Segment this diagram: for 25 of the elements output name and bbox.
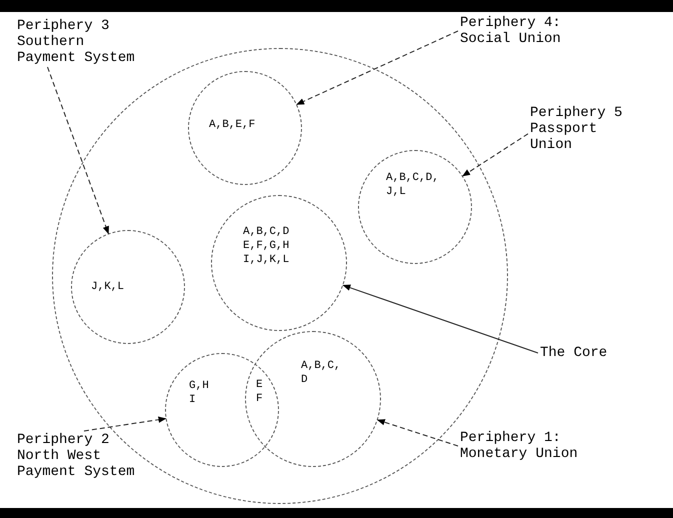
set-members: G,H I	[189, 379, 210, 407]
callout-text: Periphery 3 Southern Payment System	[17, 18, 139, 66]
callout-text: Periphery 2 North West Payment System	[17, 432, 139, 480]
set-members: A,B,C,D E,F,G,H I,J,K,L	[243, 225, 290, 267]
set-circle	[188, 71, 302, 185]
set-members: A,B,C,D, J,L	[386, 171, 440, 199]
set-members: J,K,L	[91, 280, 126, 294]
leader-arrow	[342, 284, 538, 354]
leader-arrow	[376, 419, 458, 446]
set-members: E F	[256, 378, 264, 406]
set-circle	[71, 230, 185, 344]
callout-text: Periphery 4: Social Union	[460, 15, 570, 47]
leader-arrow	[462, 133, 528, 176]
set-members: A,B,E,F	[209, 118, 256, 132]
callout-text: The Core	[540, 345, 616, 361]
leader-arrow	[296, 30, 458, 105]
set-circle	[358, 150, 472, 264]
leader-arrow	[84, 416, 166, 432]
leader-arrow	[47, 66, 109, 234]
set-members: A,B,C, D	[301, 359, 342, 387]
set-circle	[211, 195, 347, 331]
set-circle	[165, 353, 279, 467]
callout-text: Periphery 1: Monetary Union	[460, 430, 586, 462]
set-circle	[245, 331, 381, 467]
callout-text: Periphery 5 Passport Union	[530, 105, 627, 153]
